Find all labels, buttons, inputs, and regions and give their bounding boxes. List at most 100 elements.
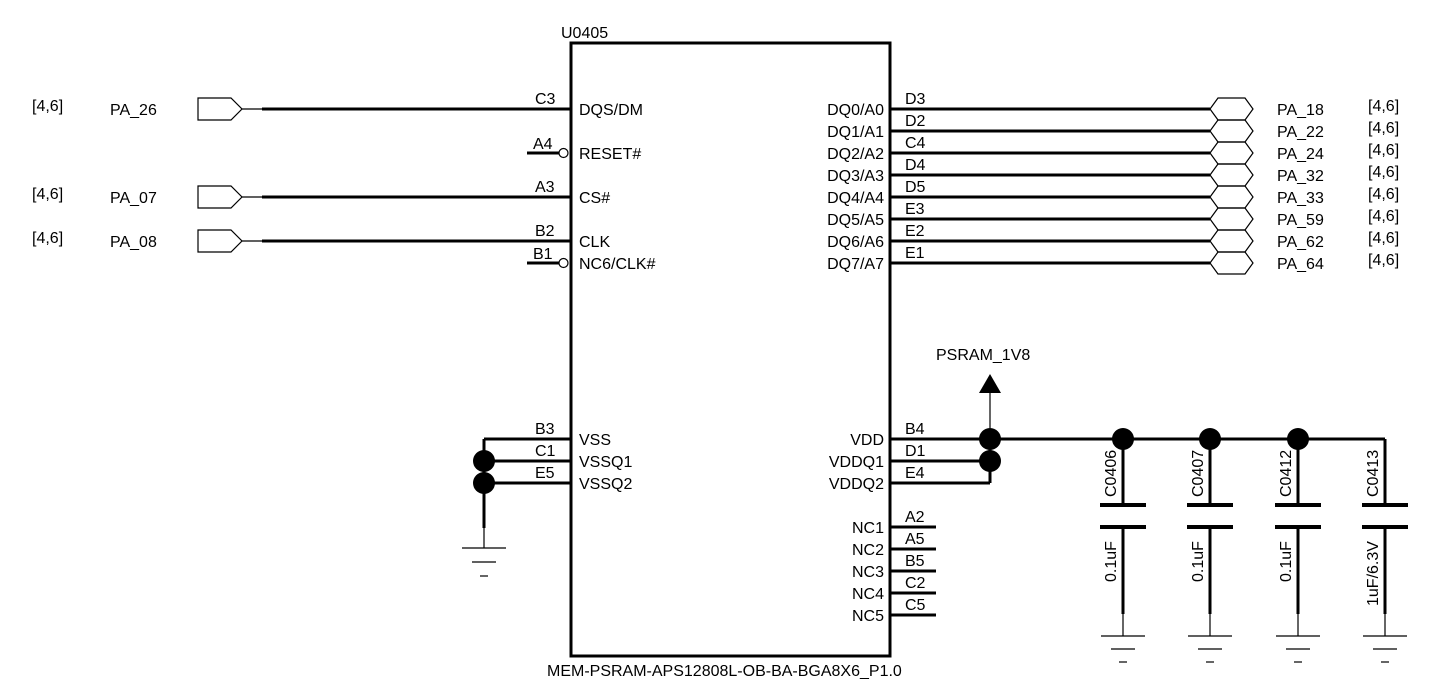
pin-ball: C2	[905, 575, 926, 592]
port-net-name: PA_22	[1277, 124, 1324, 141]
port-sheet-ref: [4,6]	[1368, 142, 1399, 159]
port-sheet-ref: [4,6]	[1368, 120, 1399, 137]
pin-name: CS#	[579, 190, 610, 207]
pin-name: VDDQ1	[829, 454, 884, 471]
pin-ball: D4	[905, 157, 926, 174]
ground-icon	[1188, 635, 1232, 663]
port-sheet-ref: [4,6]	[1368, 252, 1399, 269]
right-nc-pins: NC1 A2 NC2 A5 NC3 B5 NC4 C2 NC5 C5	[852, 509, 936, 625]
pin-ball: D5	[905, 179, 926, 196]
pin-name: DQS/DM	[579, 102, 643, 119]
input-port-icon	[197, 229, 243, 253]
port-sheet-ref: [4,6]	[1368, 208, 1399, 225]
pin-name: NC2	[852, 542, 884, 559]
pin-ball: A2	[905, 509, 925, 526]
pin-ball: E5	[535, 465, 555, 482]
port-sheet-ref: [4,6]	[1368, 164, 1399, 181]
capacitor-value: 0.1uF	[1190, 541, 1207, 582]
port-net-name: PA_64	[1277, 256, 1324, 273]
pin-name: NC3	[852, 564, 884, 581]
bidirectional-port-icon	[1209, 119, 1254, 143]
pin-ball: B1	[533, 246, 553, 263]
bidirectional-port-icon	[1209, 229, 1254, 253]
pin-ball: C4	[905, 135, 926, 152]
port-net-name: PA_24	[1277, 146, 1324, 163]
pin-ball: A3	[535, 179, 555, 196]
port-net-name: PA_33	[1277, 190, 1324, 207]
pin-name: DQ0/A0	[827, 102, 884, 119]
pin-ball: B4	[905, 421, 925, 438]
pin-ball: D3	[905, 91, 926, 108]
input-port-icon	[197, 97, 243, 121]
port-net-name: PA_18	[1277, 102, 1324, 119]
pin-name: RESET#	[579, 146, 641, 163]
port-net-name: PA_32	[1277, 168, 1324, 185]
pin-name: CLK	[579, 234, 610, 251]
pin-ball: D1	[905, 443, 926, 460]
port-net-name: PA_62	[1277, 234, 1324, 251]
port-net-name: PA_07	[110, 190, 157, 207]
pin-name: VSSQ1	[579, 454, 632, 471]
capacitor-value: 0.1uF	[1278, 541, 1295, 582]
pin-name: VDDQ2	[829, 476, 884, 493]
power-rail-symbol: PSRAM_1V8	[936, 347, 1030, 428]
capacitor-ref: C0413	[1365, 450, 1382, 497]
bidirectional-port-icon	[1209, 185, 1254, 209]
pin-ball: A4	[533, 136, 553, 153]
pin-name: NC4	[852, 586, 884, 603]
pin-name: DQ7/A7	[827, 256, 884, 273]
port-sheet-ref: [4,6]	[1368, 186, 1399, 203]
capacitor-ref: C0407	[1190, 450, 1207, 497]
power-arrow-icon	[979, 374, 1001, 393]
pin-ball: C5	[905, 597, 926, 614]
pin-name: VSS	[579, 432, 611, 449]
bidirectional-port-icon	[1209, 141, 1254, 165]
port-net-name: PA_26	[110, 102, 157, 119]
port-sheet-ref: [4,6]	[32, 186, 63, 203]
capacitor: C0413 1uF/6.3V	[1362, 439, 1408, 663]
bidirectional-port-icon	[1209, 207, 1254, 231]
pin-name: VDD	[850, 432, 884, 449]
ic-body	[569, 41, 892, 658]
component-part-number: MEM-PSRAM-APS12808L-OB-BA-BGA8X6_P1.0	[547, 663, 902, 680]
port-net-name: PA_08	[110, 234, 157, 251]
pin-name: NC1	[852, 520, 884, 537]
ground-icon	[1101, 635, 1145, 663]
bidirectional-port-icon	[1209, 97, 1254, 121]
input-port-icon	[197, 185, 243, 209]
capacitor-value: 0.1uF	[1103, 541, 1120, 582]
pin-ball: C1	[535, 443, 556, 460]
port-sheet-ref: [4,6]	[1368, 98, 1399, 115]
port-sheet-ref: [4,6]	[32, 230, 63, 247]
capacitor: C0412 0.1uF	[1275, 428, 1321, 663]
pin-name: DQ6/A6	[827, 234, 884, 251]
pin-ball: E1	[905, 245, 925, 262]
capacitor-ref: C0406	[1103, 450, 1120, 497]
power-rail-name: PSRAM_1V8	[936, 347, 1030, 364]
ground-icon	[1276, 635, 1320, 663]
pin-name: DQ2/A2	[827, 146, 884, 163]
pin-ball: D2	[905, 113, 926, 130]
pin-ball: C3	[535, 91, 556, 108]
ground-icon	[1363, 635, 1407, 663]
pin-name: NC5	[852, 608, 884, 625]
capacitor: C0407 0.1uF	[1187, 428, 1233, 663]
port-net-name: PA_59	[1277, 212, 1324, 229]
component-ref: U0405	[561, 25, 608, 42]
pin-ball: B5	[905, 553, 925, 570]
pin-ball: E3	[905, 201, 925, 218]
port-sheet-ref: [4,6]	[1368, 230, 1399, 247]
left-pins: C3 DQS/DM A4 RESET# A3 CS# B2 CLK B1 NC6…	[262, 91, 656, 493]
pin-name: DQ1/A1	[827, 124, 884, 141]
capacitor: C0406 0.1uF	[1100, 428, 1146, 663]
left-ports: [4,6] PA_26 [4,6] PA_07 [4,6] PA_08	[32, 97, 262, 253]
pin-name: DQ4/A4	[827, 190, 884, 207]
capacitor-ref: C0412	[1278, 450, 1295, 497]
decoupling-capacitors: C0406 0.1uF C0407 0.1uF	[1100, 428, 1408, 663]
pin-name: NC6/CLK#	[579, 256, 656, 273]
ground-icon	[462, 547, 506, 577]
pin-name: DQ3/A3	[827, 168, 884, 185]
capacitor-value: 1uF/6.3V	[1365, 541, 1382, 606]
pin-ball: E4	[905, 465, 925, 482]
